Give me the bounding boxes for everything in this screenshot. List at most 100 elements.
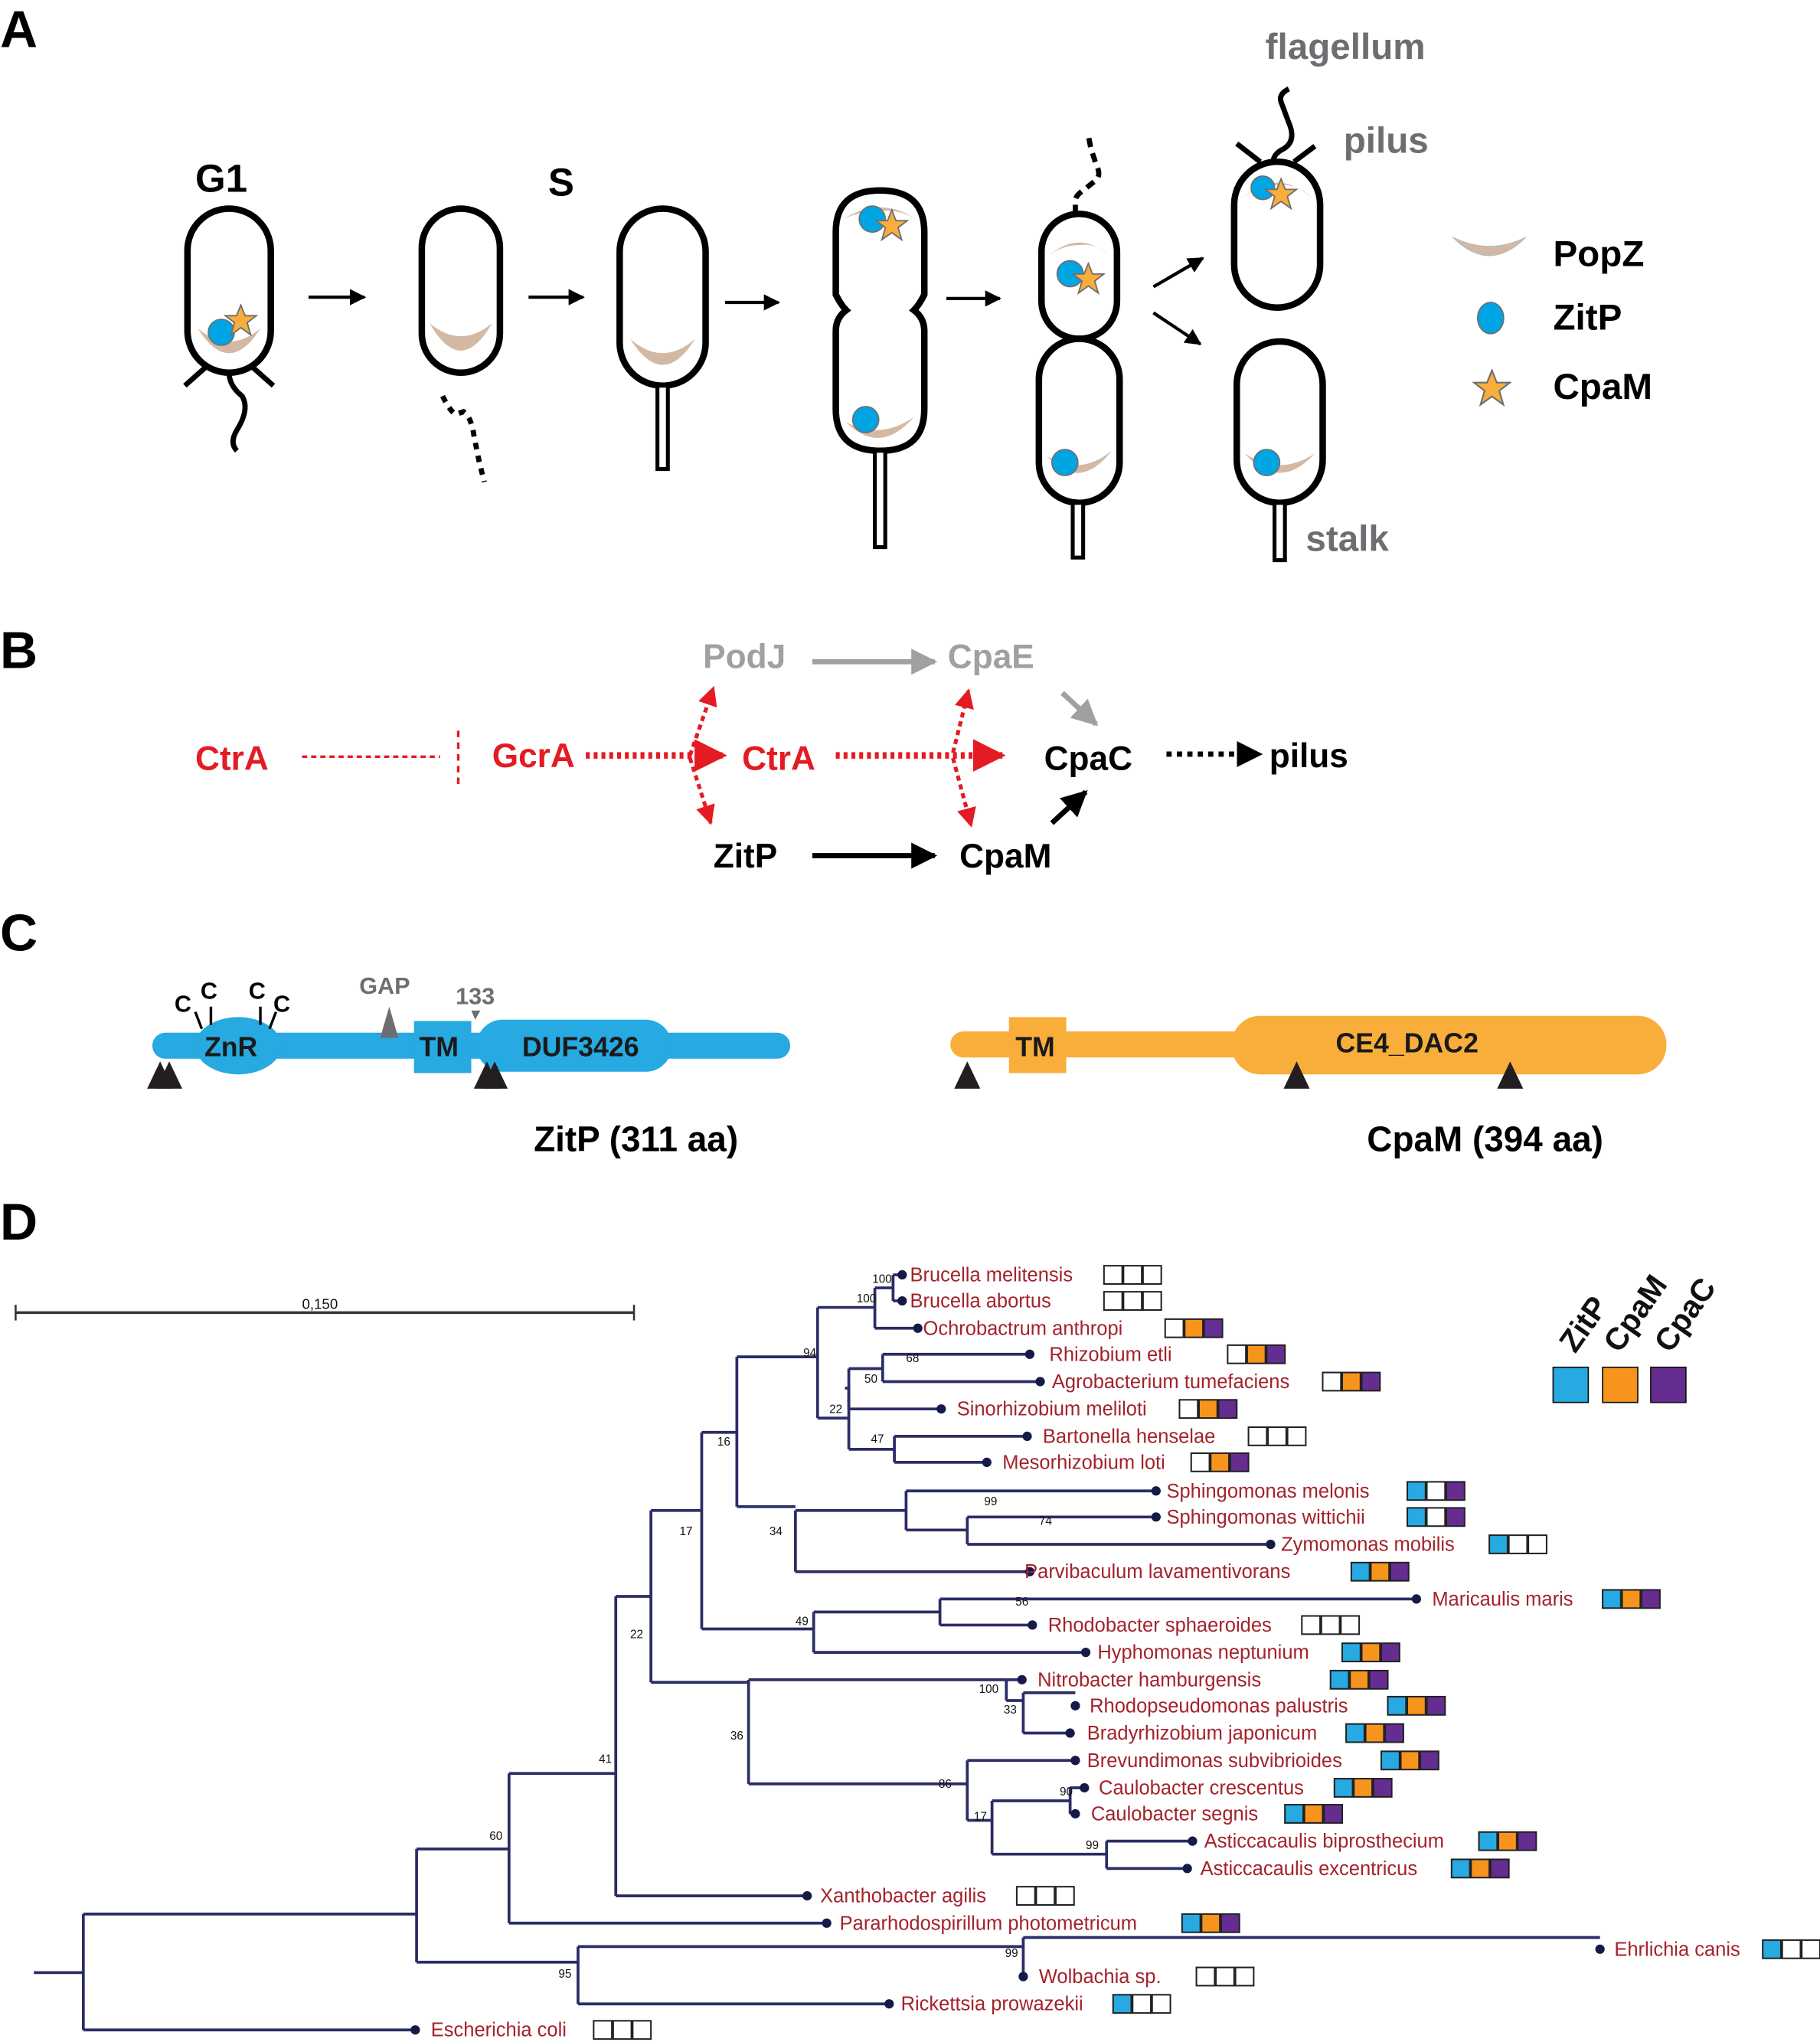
leaf-node-dot bbox=[982, 1457, 992, 1468]
bootstrap-value: 56 bbox=[1015, 1596, 1028, 1609]
tree-leaf: Bartonella henselae bbox=[1022, 1426, 1307, 1447]
leaf-label: Ehrlichia canis bbox=[1614, 1939, 1740, 1960]
leaf-node-dot bbox=[1595, 1944, 1605, 1954]
stage-label-g1: G1 bbox=[195, 156, 247, 200]
presence-cell-cpac bbox=[1445, 1507, 1465, 1527]
presence-cell-cpam bbox=[1349, 1669, 1370, 1690]
cys-label-2: C bbox=[201, 979, 217, 1005]
presence-cell-cpac bbox=[1361, 1371, 1381, 1392]
cell-new-stalked bbox=[1233, 338, 1326, 563]
presence-cell-cpac bbox=[1266, 1344, 1286, 1364]
cpam-tm-label: TM bbox=[1015, 1031, 1055, 1062]
flagellum-icon bbox=[226, 372, 248, 453]
tree-leaf: Hyphomonas neptunium bbox=[1080, 1642, 1400, 1664]
zitp-legend-circle-icon bbox=[1476, 302, 1505, 335]
presence-cell-cpam bbox=[1122, 1265, 1143, 1285]
presence-cell-zitp bbox=[1333, 1778, 1354, 1798]
presence-cell-cpam bbox=[1426, 1481, 1446, 1501]
cell-late-predivisional bbox=[1035, 135, 1123, 560]
presence-cell-zitp bbox=[1164, 1318, 1184, 1338]
pili-icon bbox=[1235, 141, 1317, 165]
cell-new-swarmer bbox=[1230, 87, 1324, 311]
node-ctra-mid: CtrA bbox=[742, 740, 815, 777]
bootstrap-value: 33 bbox=[1004, 1704, 1017, 1717]
flagellum-label: flagellum bbox=[1266, 27, 1426, 67]
presence-cell-zitp bbox=[1301, 1615, 1322, 1635]
leaf-node-dot bbox=[1266, 1539, 1276, 1550]
bootstrap-value: 22 bbox=[630, 1628, 643, 1641]
pili-icon bbox=[183, 363, 276, 388]
presence-cell-cpam bbox=[1210, 1452, 1230, 1472]
panel-letter-d: D bbox=[0, 1193, 38, 1251]
leaf-node-dot bbox=[1024, 1567, 1035, 1576]
node-cpac: CpaC bbox=[1044, 740, 1132, 777]
znr-domain bbox=[195, 1017, 282, 1075]
node-gcra: GcrA bbox=[492, 737, 575, 775]
presence-cell-zitp bbox=[593, 2020, 613, 2040]
gcra-to-podj-arrow bbox=[688, 685, 717, 756]
presence-cell-zitp bbox=[1406, 1507, 1426, 1527]
presence-cell-cpam bbox=[1303, 1804, 1324, 1824]
popz-crescent-icon bbox=[430, 323, 492, 351]
presence-cell-zitp bbox=[1341, 1642, 1361, 1663]
zitp-circle-icon bbox=[858, 205, 887, 233]
presence-cell-cpam bbox=[1508, 1534, 1528, 1554]
presence-cell-cpac bbox=[1528, 1534, 1547, 1554]
leaf-label: Nitrobacter hamburgensis bbox=[1037, 1669, 1261, 1691]
legend-popz-label: PopZ bbox=[1553, 234, 1644, 274]
bootstrap-value: 99 bbox=[984, 1495, 997, 1508]
presence-cell-cpac bbox=[1142, 1291, 1162, 1311]
presence-cell-cpam bbox=[1341, 1371, 1361, 1392]
presence-cell-zitp bbox=[1762, 1939, 1782, 1959]
leaf-node-dot bbox=[1017, 1674, 1027, 1684]
arrow-a5-down bbox=[1152, 311, 1202, 346]
leaf-node-dot bbox=[1022, 1431, 1032, 1442]
leaf-label: Rickettsia prowazekii bbox=[901, 1994, 1083, 2015]
presence-cell-cpac bbox=[1801, 1939, 1820, 1959]
presence-cell-cpac bbox=[1419, 1750, 1439, 1771]
presence-cell-cpam bbox=[1370, 1561, 1390, 1582]
tree-leaf: Rhodopseudomonas palustris bbox=[1070, 1695, 1446, 1717]
bootstrap-value: 86 bbox=[939, 1778, 952, 1791]
presence-cell-zitp bbox=[1322, 1371, 1342, 1392]
node-cpam: CpaM bbox=[959, 838, 1051, 875]
leaf-label: Bartonella henselae bbox=[1043, 1426, 1215, 1447]
zitp-domain-diagram: ZnR TM DUF3426 C C C C GAP 133 ZitP (311… bbox=[147, 973, 791, 1159]
presence-cell-cpac bbox=[1340, 1615, 1361, 1635]
ce4-dac2-label: CE4_DAC2 bbox=[1335, 1028, 1478, 1058]
presence-cell-cpam bbox=[1400, 1750, 1420, 1771]
presence-cell-cpac bbox=[1217, 1399, 1238, 1420]
tree-leaf: Pararhodospirillum photometricum bbox=[822, 1913, 1240, 1934]
gap-marker-icon bbox=[380, 1006, 399, 1038]
presence-cell-cpac bbox=[1368, 1669, 1389, 1690]
pilus-label: pilus bbox=[1344, 120, 1429, 161]
leaf-node-dot bbox=[1070, 1701, 1080, 1710]
presence-cell-cpam bbox=[1361, 1642, 1381, 1663]
tree-leaf: Asticcacaulis biprosthecium bbox=[1188, 1831, 1537, 1852]
presence-cell-zitp bbox=[1602, 1589, 1622, 1609]
presence-cell-cpac bbox=[632, 2020, 652, 2040]
presence-legend: ZitP CpaM CpaC bbox=[1552, 1269, 1723, 1403]
presence-cell-cpam bbox=[1320, 1615, 1341, 1635]
cpam-legend-star-icon bbox=[1473, 369, 1511, 406]
tree-leaf: Sinorhizobium meliloti bbox=[936, 1399, 1238, 1420]
presence-cell-zitp bbox=[1103, 1291, 1123, 1311]
legend-zitp-label: ZitP bbox=[1553, 298, 1622, 338]
tree-branches bbox=[34, 1273, 1600, 2032]
leaf-label: Caulobacter segnis bbox=[1091, 1803, 1258, 1825]
znr-label: ZnR bbox=[204, 1031, 258, 1062]
presence-cell-zitp bbox=[1103, 1265, 1123, 1285]
presence-cell-cpac bbox=[1426, 1695, 1446, 1716]
stage-label-s: S bbox=[548, 161, 574, 204]
leaf-node-dot bbox=[1151, 1512, 1161, 1522]
legend-cpam-swatch bbox=[1602, 1366, 1639, 1403]
zitp-tm-domain bbox=[413, 1021, 472, 1073]
shed-flagellum-icon bbox=[440, 394, 487, 483]
leaf-label: Brevundimonas subvibrioides bbox=[1087, 1750, 1342, 1772]
position-133-label: 133 bbox=[456, 983, 495, 1009]
node-cpae: CpaE bbox=[948, 639, 1034, 676]
leaf-node-dot bbox=[1070, 1808, 1080, 1819]
leaf-node-dot bbox=[1080, 1648, 1091, 1658]
leaf-node-dot bbox=[897, 1295, 907, 1306]
